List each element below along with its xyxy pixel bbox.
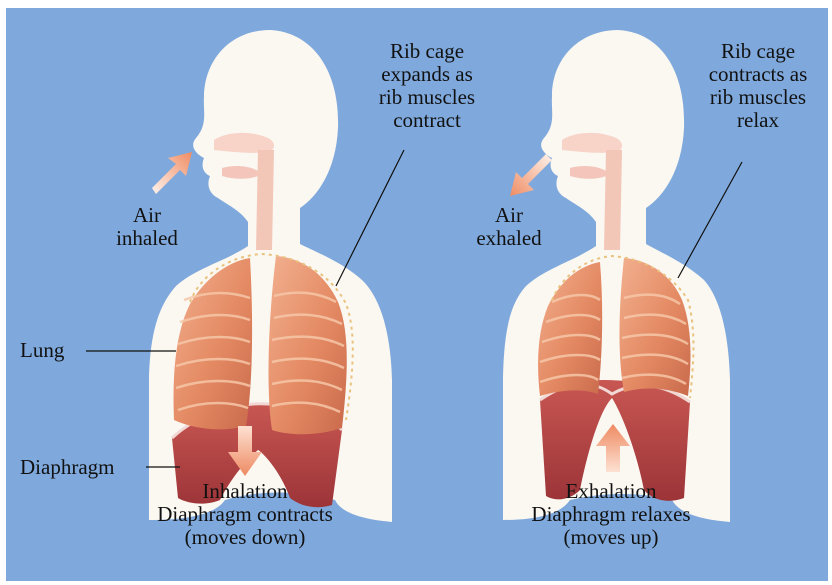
exhalation-caption-line-1: Diaphragm relaxes (496, 503, 726, 526)
inhalation-caption-line-1: Diaphragm contracts (130, 503, 360, 526)
exhalation-caption: Exhalation Diaphragm relaxes (moves up) (496, 480, 726, 549)
rib-cage-line-1: Rib cage (696, 40, 820, 63)
rib-cage-line-3: rib muscles (696, 86, 820, 109)
rib-cage-line-1: Rib cage (362, 40, 492, 63)
air-exhaled-arrow (510, 154, 552, 196)
inhale-rib-cage-label: Rib cage expands as rib muscles contract (362, 40, 492, 132)
rib-cage-line-2: expands as (362, 63, 492, 86)
air-line-1: Air (466, 204, 552, 227)
air-line-2: exhaled (466, 227, 552, 250)
air-inhaled-arrow (152, 152, 192, 194)
trachea (256, 150, 274, 250)
rib-cage-leader-line (678, 162, 742, 278)
inhalation-caption-line-2: (moves down) (130, 526, 360, 549)
inhalation-figure (86, 30, 404, 522)
inhalation-caption: Inhalation Diaphragm contracts (moves do… (130, 480, 360, 549)
trachea (604, 150, 622, 250)
exhalation-caption-line-2: (moves up) (496, 526, 726, 549)
air-exhaled-label: Air exhaled (466, 204, 552, 250)
diaphragm-label: Diaphragm (20, 456, 114, 479)
air-inhaled-label: Air inhaled (104, 204, 190, 250)
air-line-2: inhaled (104, 227, 190, 250)
exhalation-title: Exhalation (496, 480, 726, 503)
rib-cage-line-2: contracts as (696, 63, 820, 86)
rib-cage-line-4: relax (696, 109, 820, 132)
air-line-1: Air (104, 204, 190, 227)
rib-cage-line-3: rib muscles (362, 86, 492, 109)
rib-cage-line-4: contract (362, 109, 492, 132)
exhale-rib-cage-label: Rib cage contracts as rib muscles relax (696, 40, 820, 132)
rib-cage-leader-line (336, 150, 404, 286)
inhalation-title: Inhalation (130, 480, 360, 503)
lung-label: Lung (20, 339, 64, 362)
